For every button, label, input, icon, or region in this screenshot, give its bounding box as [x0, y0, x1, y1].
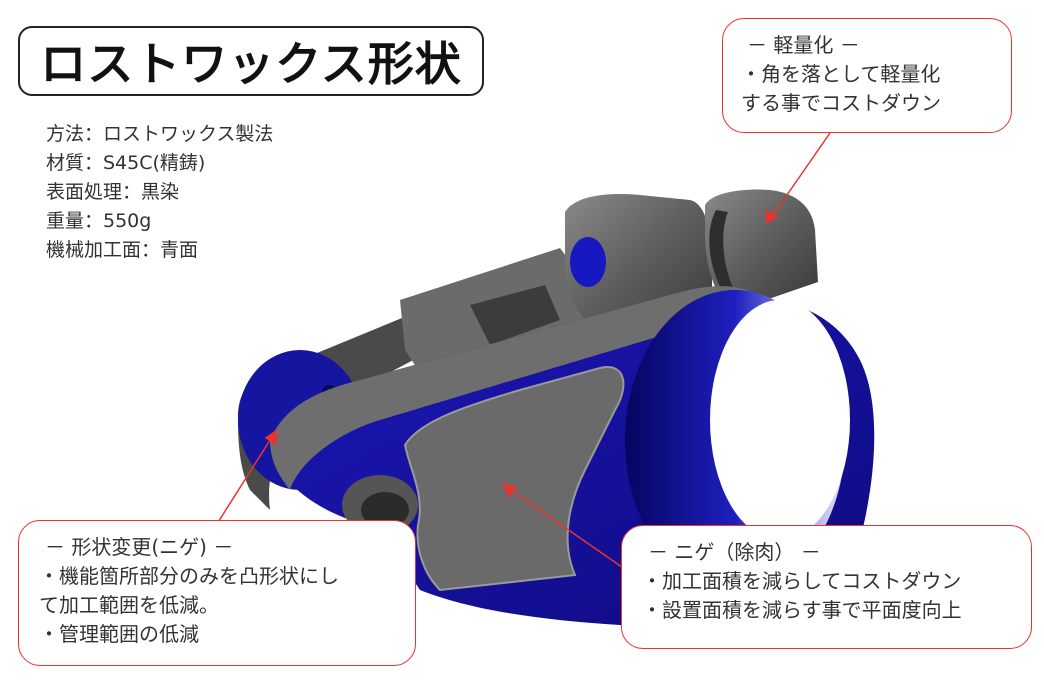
spec-weight: 重量：550g — [46, 210, 152, 232]
right-hinge-knuckle — [705, 189, 818, 302]
upper-frame — [400, 248, 590, 388]
spec-surface-treatment: 表面処理：黒染 — [46, 181, 180, 203]
callout-shape-change-line: ・管理範囲の低減 — [39, 622, 199, 646]
page-title: ロストワックス形状 — [18, 26, 484, 96]
callout-recess-heading: － ニゲ（除肉） － — [648, 540, 821, 564]
left-knuckle-bore — [570, 237, 606, 287]
spec-material: 材質：S45C(精鋳) — [46, 152, 206, 174]
callout-shape-change-line: ・機能箇所部分のみを凸形状にし — [39, 564, 339, 588]
leader-shape-change — [209, 436, 273, 536]
arrow-shape-change — [264, 429, 277, 446]
callout-recess-line: ・設置面積を減らす事で平面度向上 — [642, 598, 962, 622]
callout-lightweight: － 軽量化 － ・角を落として軽量化 する事でコストダウン — [722, 18, 1012, 133]
leader-lightweight — [770, 132, 831, 219]
upper-slot — [470, 285, 560, 345]
callout-recess: － ニゲ（除肉） － ・加工面積を減らしてコストダウン ・設置面積を減らす事で平… — [621, 525, 1032, 649]
callout-shape-change-line: て加工範囲を低減。 — [39, 593, 219, 617]
arrow-recess — [501, 482, 518, 498]
clamp-bore-opening — [710, 300, 850, 540]
callout-lightweight-line: ・角を落として軽量化 — [741, 62, 941, 86]
spec-method: 方法：ロストワックス製法 — [46, 123, 274, 145]
callout-recess-line: ・加工面積を減らしてコストダウン — [642, 569, 962, 593]
callout-shape-change: － 形状変更(ニゲ) － ・機能箇所部分のみを凸形状にし て加工範囲を低減。 ・… — [18, 520, 416, 666]
spec-machined-surface: 機械加工面：青面 — [46, 239, 199, 261]
callout-lightweight-heading: － 軽量化 － — [747, 33, 860, 57]
callout-shape-change-heading: － 形状変更(ニゲ) － — [45, 535, 234, 559]
spec-list: 方法：ロストワックス製法 材質：S45C(精鋳) 表面処理：黒染 重量：550g… — [46, 120, 376, 265]
recessed-pocket — [403, 366, 625, 592]
callout-lightweight-line: する事でコストダウン — [741, 91, 941, 115]
arrow-lightweight — [765, 209, 779, 225]
